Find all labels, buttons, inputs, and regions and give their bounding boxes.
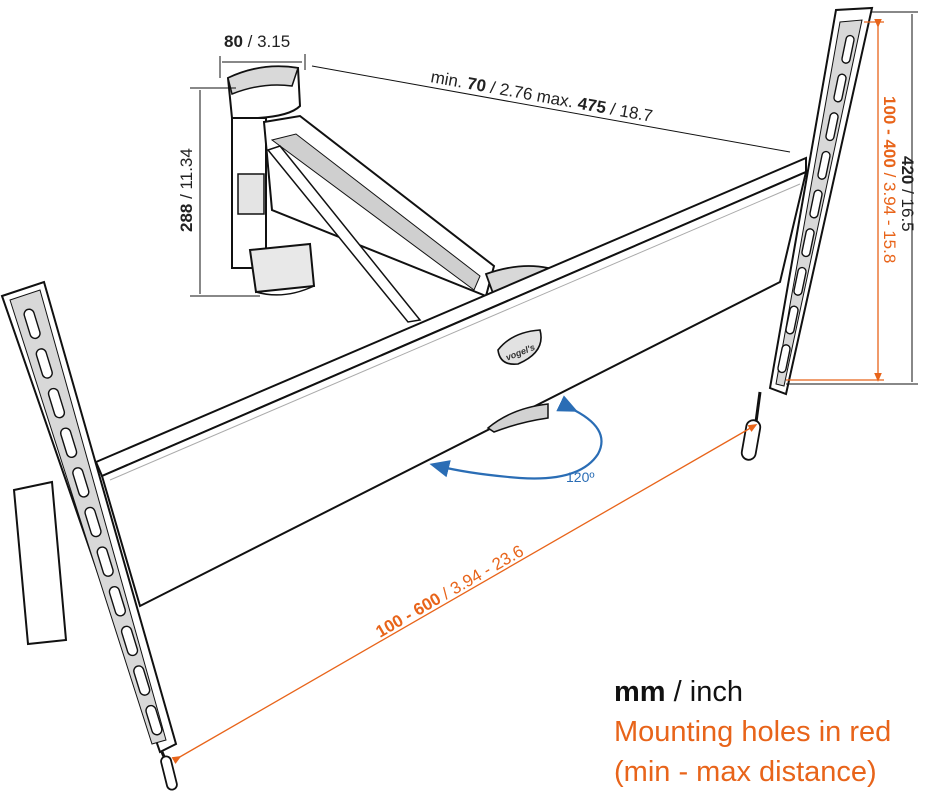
holes-horizontal-dimension: 100 - 600 / 3.94 - 23.6 <box>373 541 527 641</box>
bracket-slot <box>23 308 41 340</box>
bracket-slot <box>817 150 831 180</box>
bracket-slot <box>47 387 66 419</box>
bracket-slot <box>809 189 823 219</box>
bracket-slot <box>133 665 151 696</box>
units-legend: mm / inch <box>614 676 743 708</box>
bracket-slot <box>841 34 855 64</box>
bracket-slot <box>145 704 163 736</box>
mounting-holes-note: Mounting holes in red <box>614 716 892 748</box>
bracket-slot <box>84 506 102 538</box>
extension-dimension: min. 70 / 2.76 max. 475 / 18.7 <box>429 67 654 126</box>
holes-vertical-dimension: 100 - 400 / 3.94 - 15.8 <box>880 96 899 263</box>
mounting-hole-lines <box>171 18 884 764</box>
bracket-slot <box>59 427 78 458</box>
rotation-arrow <box>429 395 603 480</box>
bracket-slot <box>777 344 791 374</box>
wall-bracket <box>226 65 316 296</box>
distance-note: (min - max distance) <box>614 756 877 788</box>
legend: mm / inch Mounting holes in red (min - m… <box>614 672 930 792</box>
crossbar: vogel's <box>94 156 808 608</box>
vesa-height-dimension: 420 / 16.5 <box>898 156 917 232</box>
bracket-slot <box>120 625 139 657</box>
bracket-slot <box>833 73 847 103</box>
bracket-slot <box>825 112 839 142</box>
bracket-slot <box>35 348 53 379</box>
left-vertical-bracket <box>0 280 178 791</box>
right-vertical-bracket <box>740 6 874 461</box>
depth-dimension: 80 / 3.15 <box>224 32 290 51</box>
height-dimension: 288 / 11.34 <box>177 148 196 232</box>
bracket-slot <box>72 467 90 498</box>
rotation-angle: 120º <box>566 469 594 485</box>
bracket-slot <box>96 546 114 577</box>
bracket-slot <box>108 586 127 617</box>
bracket-slot <box>793 266 807 296</box>
bracket-slot <box>801 228 815 258</box>
bracket-slot <box>785 305 799 335</box>
dimension-lines <box>190 11 918 385</box>
